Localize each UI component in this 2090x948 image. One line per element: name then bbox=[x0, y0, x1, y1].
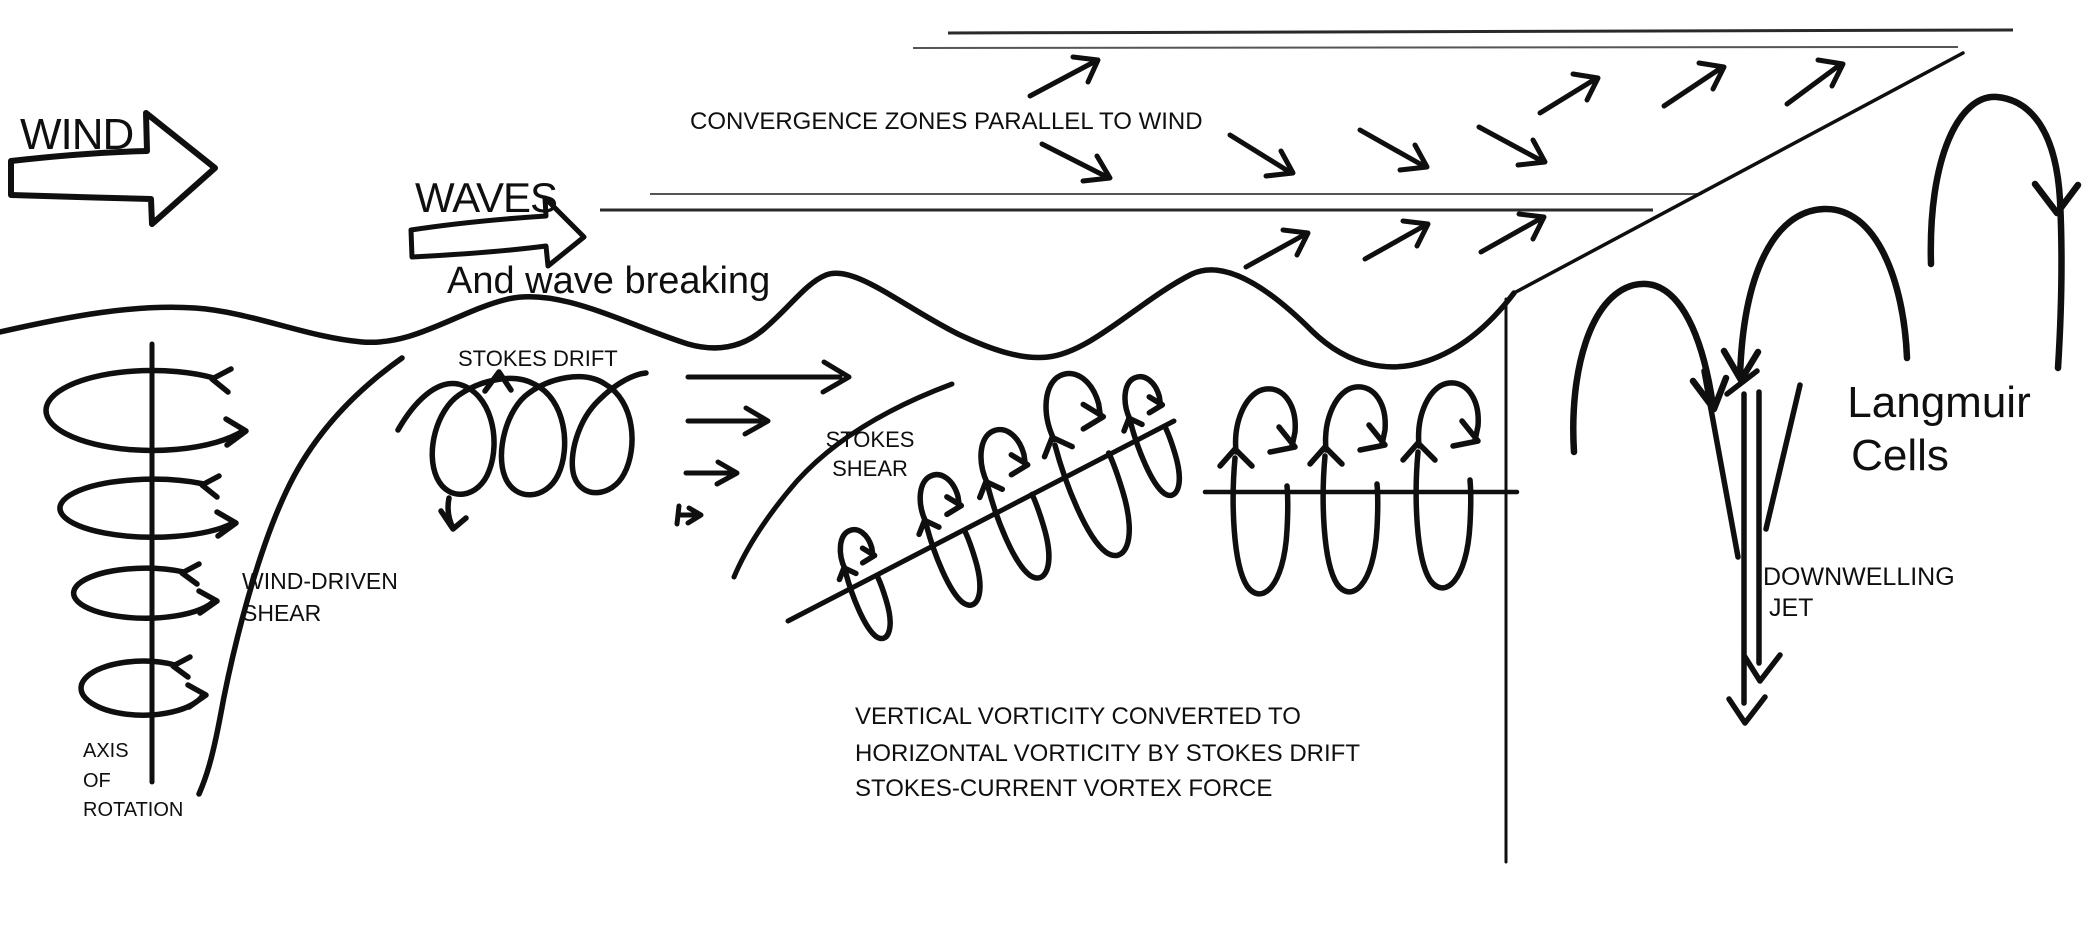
stokes-drift-coil bbox=[395, 369, 649, 532]
coil-arrowhead-up bbox=[482, 369, 514, 394]
jet-crossing-tick bbox=[1724, 368, 1760, 397]
svg-text:JET: JET bbox=[1769, 594, 1813, 622]
surface-current-arrow bbox=[1478, 211, 1547, 255]
axis-of-rotation-label: AXIS OF ROTATION bbox=[83, 740, 183, 821]
svg-text:DOWNWELLING: DOWNWELLING bbox=[1763, 563, 1955, 591]
wind-label: WIND bbox=[20, 110, 133, 159]
rotation-spiral bbox=[43, 366, 249, 454]
convergence-zone-mid-lines bbox=[600, 193, 1702, 212]
downwelling-jet bbox=[1701, 368, 1803, 726]
svg-text:WIND-DRIVEN: WIND-DRIVEN bbox=[242, 568, 398, 594]
convergence-inflow-arrow bbox=[1227, 132, 1296, 179]
svg-text:AXIS: AXIS bbox=[83, 740, 129, 762]
surface-current-arrow bbox=[1027, 54, 1101, 99]
vorticity-note-label: VERTICAL VORTICITY CONVERTED TO HORIZONT… bbox=[855, 703, 1360, 802]
convergence-inflow-arrow bbox=[1357, 127, 1430, 173]
water-surface-line bbox=[0, 267, 1517, 370]
wind-parallel-arrows-upper bbox=[1027, 54, 1846, 116]
langmuir-arch bbox=[1927, 93, 2082, 372]
svg-text:Langmuir: Langmuir bbox=[1847, 378, 2030, 427]
stokes-drift-label: STOKES DRIFT bbox=[458, 346, 618, 371]
downwelling-funnel-line bbox=[1763, 382, 1803, 532]
rotation-spiral bbox=[70, 561, 220, 621]
svg-text:ROTATION: ROTATION bbox=[83, 799, 183, 821]
tilted-vortex-loop bbox=[823, 523, 904, 648]
convergence-zones-label: CONVERGENCE ZONES PARALLEL TO WIND bbox=[690, 108, 1203, 135]
horizontal-vortex-loop bbox=[1310, 387, 1385, 592]
vertical-vorticity-spirals bbox=[43, 366, 249, 718]
downwelling-jet-label: DOWNWELLING JET bbox=[1763, 563, 1955, 622]
langmuir-cells-label: Langmuir Cells bbox=[1847, 378, 2030, 480]
langmuir-arch bbox=[1720, 205, 1911, 384]
svg-text:SHEAR: SHEAR bbox=[832, 456, 908, 481]
velocity-profile-arrow bbox=[683, 459, 740, 487]
wind-parallel-arrows-lower bbox=[1243, 211, 1547, 270]
downwelling-jet-arrow bbox=[1742, 389, 1783, 684]
downwelling-funnel-line bbox=[1701, 368, 1741, 560]
convergence-inflow-arrow bbox=[1476, 124, 1548, 168]
surface-current-arrow bbox=[1537, 71, 1601, 116]
horizontal-vortex-loops bbox=[1220, 383, 1478, 594]
svg-text:STOKES: STOKES bbox=[826, 427, 915, 452]
wave-breaking-label: And wave breaking bbox=[447, 260, 770, 302]
horizontal-vortex-loop bbox=[1403, 383, 1478, 588]
wind-block-arrow bbox=[8, 110, 218, 227]
coil-tail bbox=[438, 495, 469, 532]
svg-text:STOKES-CURRENT VORTEX FORCE: STOKES-CURRENT VORTEX FORCE bbox=[855, 775, 1272, 802]
rotation-spiral bbox=[57, 473, 239, 540]
surface-current-arrow bbox=[1362, 218, 1431, 262]
surface-current-arrow bbox=[1784, 57, 1846, 107]
svg-text:Cells: Cells bbox=[1851, 431, 1949, 480]
svg-text:VERTICAL VORTICITY CONVERTED T: VERTICAL VORTICITY CONVERTED TO bbox=[855, 703, 1301, 730]
svg-text:SHEAR: SHEAR bbox=[242, 600, 321, 626]
convergence-inflow-arrow bbox=[1039, 141, 1113, 184]
stokes-shear-curve bbox=[731, 381, 955, 580]
svg-text:HORIZONTAL VORTICITY BY STOKES: HORIZONTAL VORTICITY BY STOKES DRIFT bbox=[855, 740, 1360, 767]
waves-block-arrow bbox=[408, 195, 587, 269]
rotation-spiral bbox=[78, 654, 209, 718]
surface-current-arrow bbox=[1661, 60, 1727, 109]
surface-current-arrow bbox=[1243, 227, 1311, 270]
stokes-shear-label: STOKES SHEAR bbox=[826, 427, 915, 481]
windrow-line bbox=[1512, 51, 1965, 295]
waves-label: WAVES bbox=[415, 174, 557, 221]
langmuir-arch bbox=[1570, 280, 1730, 456]
downwelling-jet-arrow bbox=[1726, 391, 1768, 726]
stokes-shear-profile bbox=[674, 359, 955, 580]
velocity-profile-arrow bbox=[685, 359, 852, 395]
velocity-profile-arrow bbox=[685, 405, 771, 437]
velocity-profile-arrow bbox=[674, 503, 704, 527]
svg-text:OF: OF bbox=[83, 770, 111, 792]
wind-driven-shear-label: WIND-DRIVEN SHEAR bbox=[242, 568, 398, 626]
convergence-inflow-arrows bbox=[1039, 124, 1548, 184]
wind-driven-shear-curve bbox=[196, 355, 405, 797]
convergence-zone-top-lines bbox=[912, 28, 2014, 49]
